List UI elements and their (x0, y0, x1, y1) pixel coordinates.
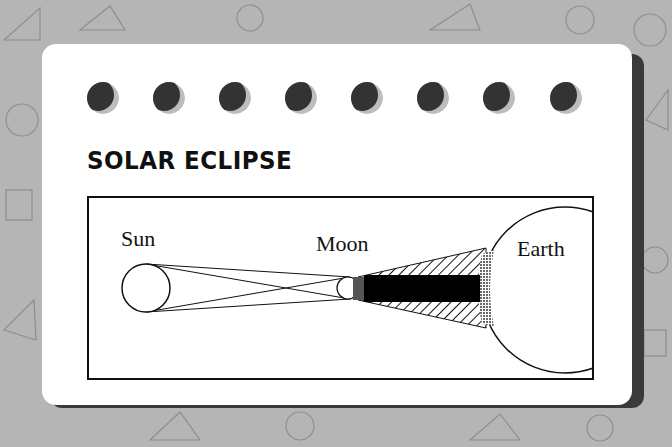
earth-shadow (478, 250, 494, 326)
earth-label: Earth (517, 236, 565, 262)
umbra (364, 275, 480, 302)
light-rays (146, 264, 350, 312)
binder-holes (82, 79, 582, 114)
background-doodles (4, 4, 668, 441)
sun-circle (122, 264, 170, 312)
moon-shade (353, 277, 364, 300)
diagram-frame (88, 197, 593, 379)
moon-label: Moon (316, 231, 369, 257)
earth-circle (482, 207, 593, 373)
diagram-title: SOLAR ECLIPSE (87, 146, 292, 175)
moon-dark-side (353, 277, 364, 300)
penumbra (358, 248, 486, 328)
eclipse-figure (122, 207, 593, 373)
sun-label: Sun (121, 226, 155, 252)
